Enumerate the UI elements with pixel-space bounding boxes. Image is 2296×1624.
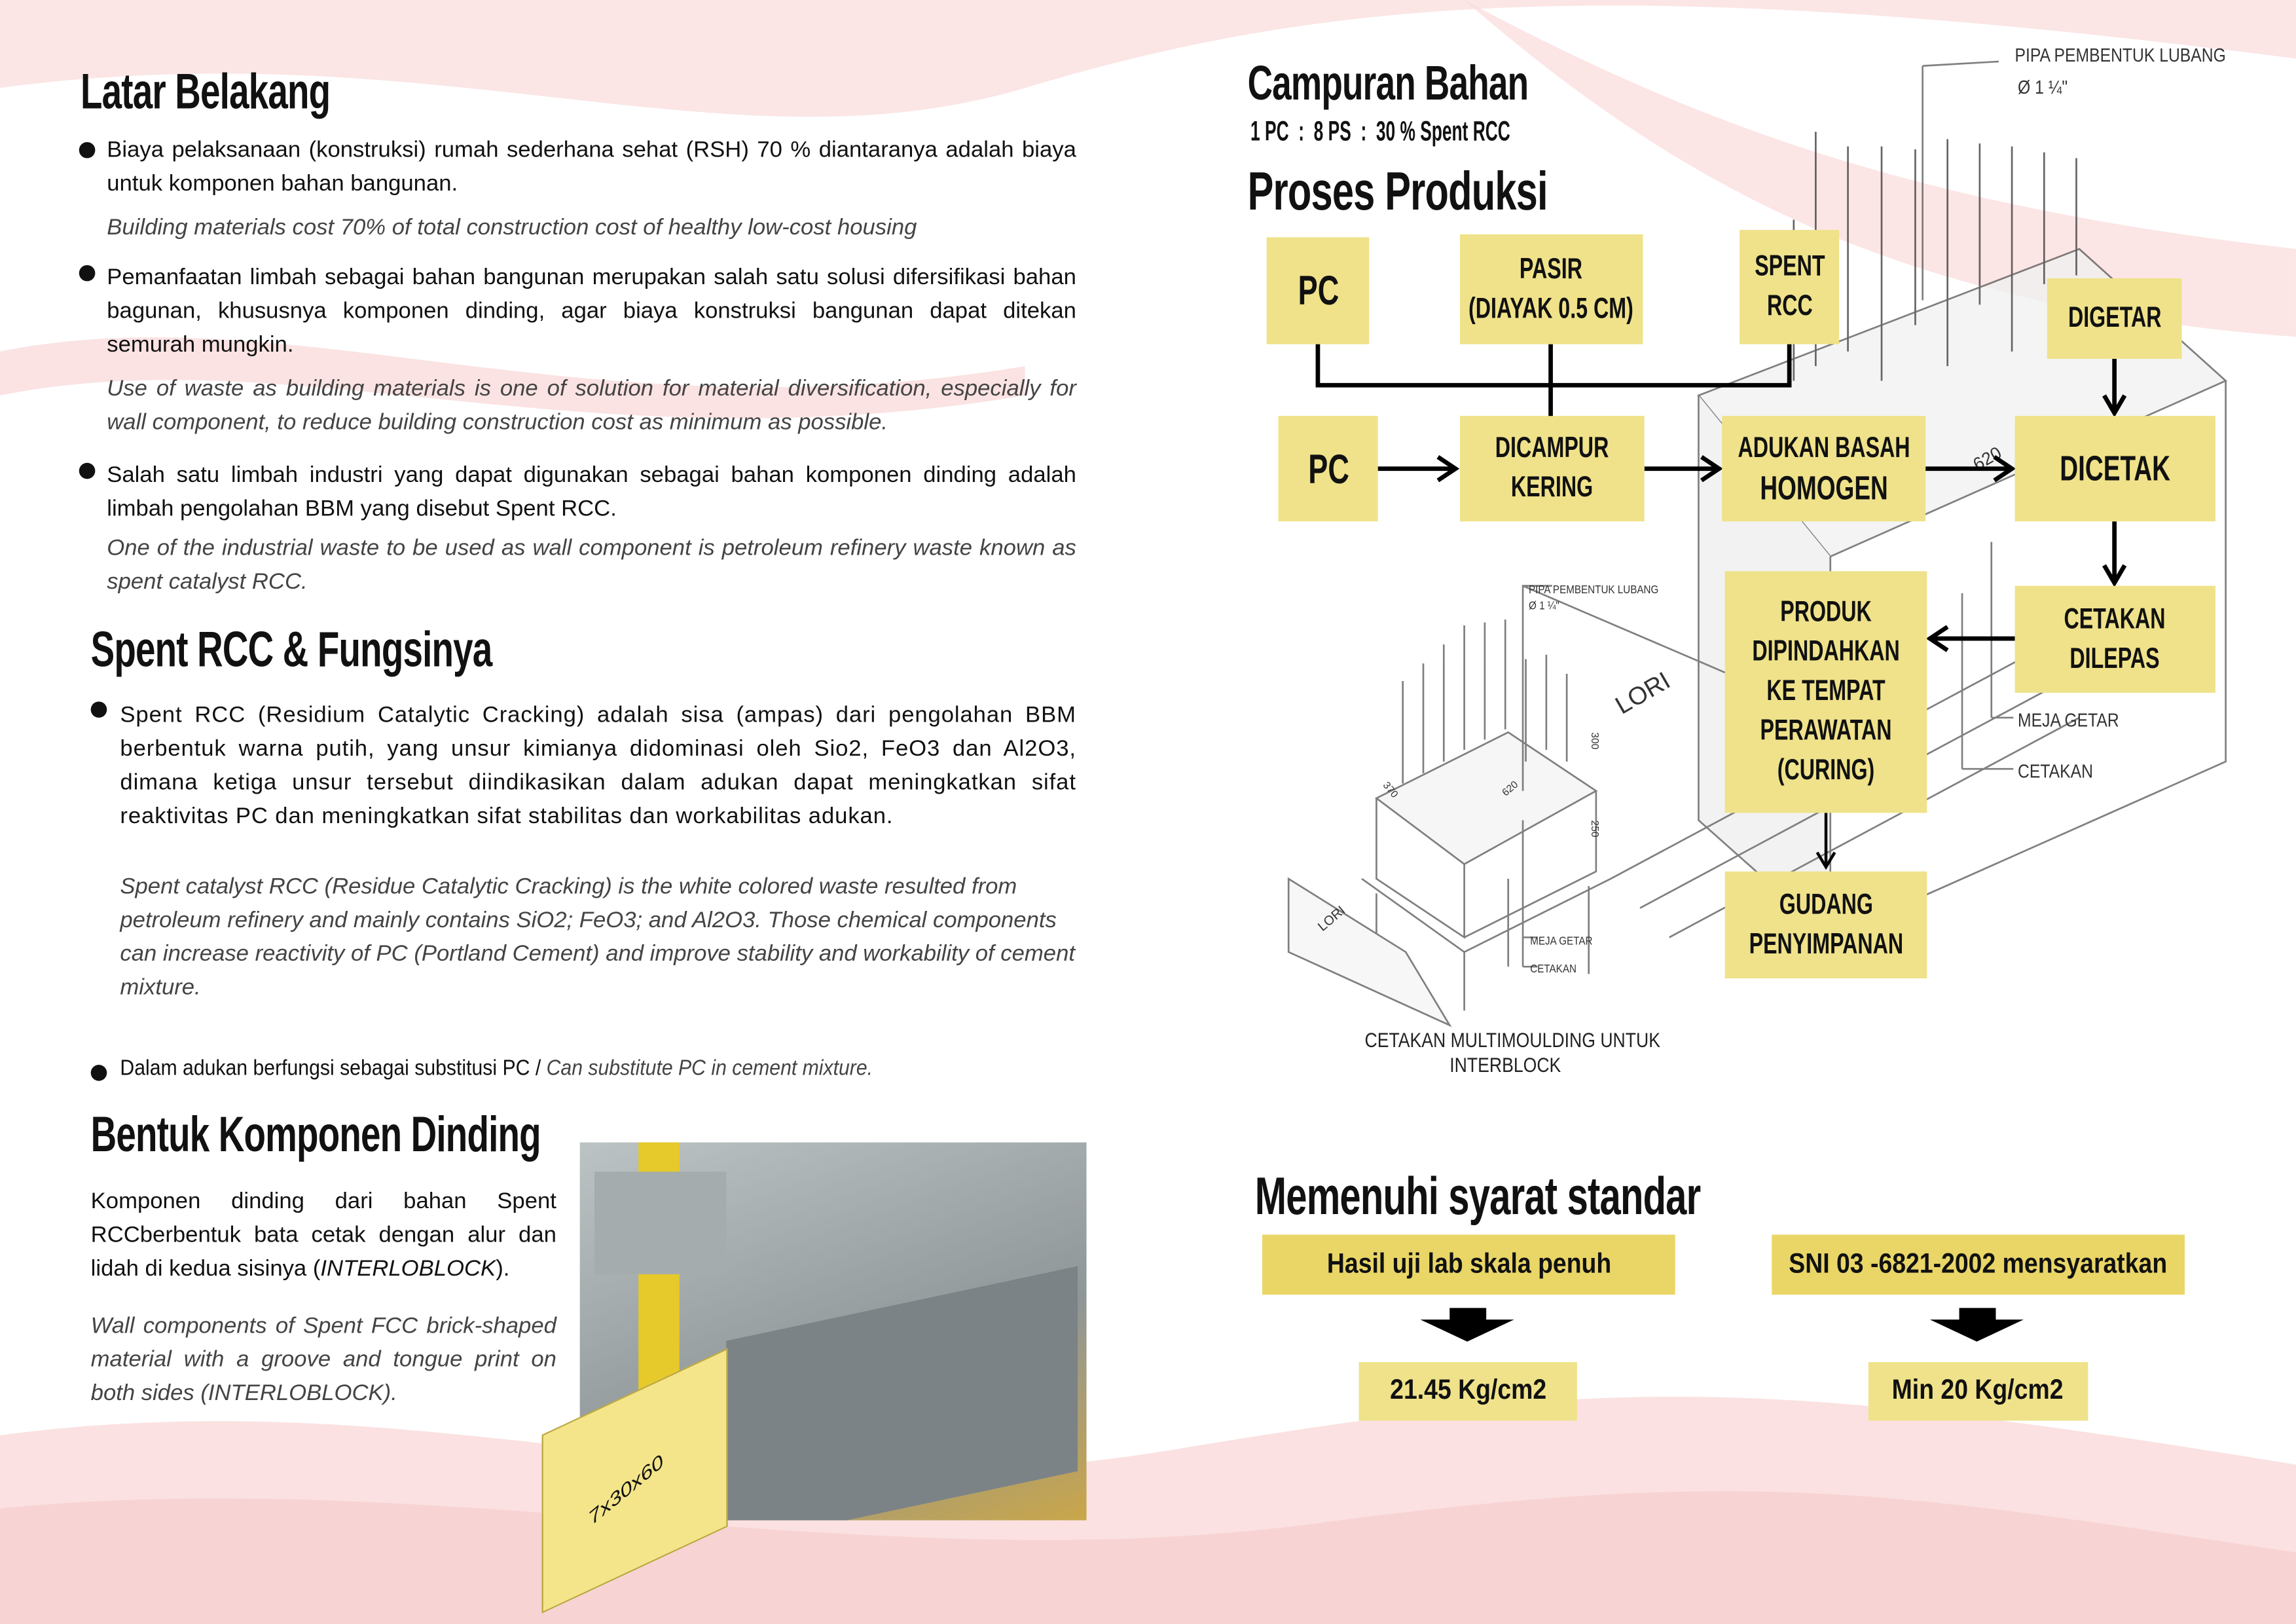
sketch-meja-label: MEJA GETAR — [2018, 709, 2119, 731]
campuran-ratio: 1 PC : 8 PS : 30 % Spent RCC — [1250, 117, 1510, 148]
bullet-icon — [79, 141, 96, 158]
bullet-icon — [90, 1065, 107, 1081]
lab-test-value: 21.45 Kg/cm2 — [1358, 1362, 1577, 1421]
sketch-cetakan-small: CETAKAN — [1530, 962, 1576, 976]
spent-text-en: Spent catalyst RCC (Residue Catalytic Cr… — [120, 874, 1076, 1001]
spent-title: Spent RCC & Fungsinya — [90, 622, 493, 678]
standar-title: Memenuhi syarat standar — [1254, 1166, 1701, 1227]
sni-label: SNI 03 -6821-2002 mensyaratkan — [1772, 1234, 2185, 1295]
latar-title: Latar Belakang — [81, 64, 331, 120]
bullet-icon — [79, 462, 96, 479]
latar-bullet-3: Salah satu limbah industri yang dapat di… — [107, 462, 1076, 522]
campuran-title: Campuran Bahan — [1247, 55, 1529, 110]
flow-box-pasir: PASIR(DIAYAK 0.5 CM) — [1459, 234, 1643, 344]
spent-substitute: Dalam adukan berfungsi sebagai substitus… — [120, 1056, 873, 1081]
latar-bullet-1: Biaya pelaksanaan (konstruksi) rumah sed… — [107, 138, 1076, 196]
bullet-icon — [90, 701, 107, 718]
bentuk-text: Komponen dinding dari bahan Spent RCCber… — [90, 1189, 556, 1282]
latar-bullet-3-en: One of the industrial waste to be used a… — [107, 536, 1076, 595]
bentuk-text-en: Wall components of Spent FCC brick-shape… — [90, 1314, 556, 1407]
sketch-meja-small: MEJA GETAR — [1530, 934, 1593, 948]
flow-box-digetar: DIGETAR — [2047, 278, 2182, 359]
sketch-diameter-label: Ø 1 ¼" — [2018, 76, 2068, 98]
sketch-cetakan-label: CETAKAN — [2018, 760, 2093, 783]
flow-box-pc-2: PC — [1278, 416, 1378, 522]
sketch-caption-2: INTERBLOCK — [1449, 1053, 1561, 1077]
bullet-icon — [79, 265, 96, 282]
sketch-caption-1: CETAKAN MULTIMOULDING UNTUK — [1364, 1028, 1661, 1052]
sni-value: Min 20 Kg/cm2 — [1868, 1362, 2088, 1421]
lab-test-label: Hasil uji lab skala penuh — [1262, 1234, 1675, 1295]
down-arrow-icon — [1420, 1308, 1514, 1342]
latar-bullet-2-en: Use of waste as building materials is on… — [107, 376, 1076, 435]
proses-title: Proses Produksi — [1247, 161, 1548, 221]
flow-box-pc-1: PC — [1266, 237, 1370, 344]
spent-text: Spent RCC (Residium Catalytic Cracking) … — [120, 703, 1076, 829]
latar-bullet-2: Pemanfaatan limbah sebagai bahan banguna… — [107, 265, 1076, 358]
flow-box-dicetak: DICETAK — [2014, 416, 2215, 522]
sketch-pipa-label: PIPA PEMBENTUK LUBANG — [2014, 44, 2226, 66]
sketch-diameter-small: Ø 1 ¼" — [1529, 599, 1559, 612]
down-arrow-icon — [1929, 1308, 2024, 1342]
latar-bullet-1-en: Building materials cost 70% of total con… — [107, 215, 917, 240]
bentuk-title: Bentuk Komponen Dinding — [90, 1107, 541, 1163]
sketch-pipa-label-small: PIPA PEMBENTUK LUBANG — [1529, 583, 1659, 597]
